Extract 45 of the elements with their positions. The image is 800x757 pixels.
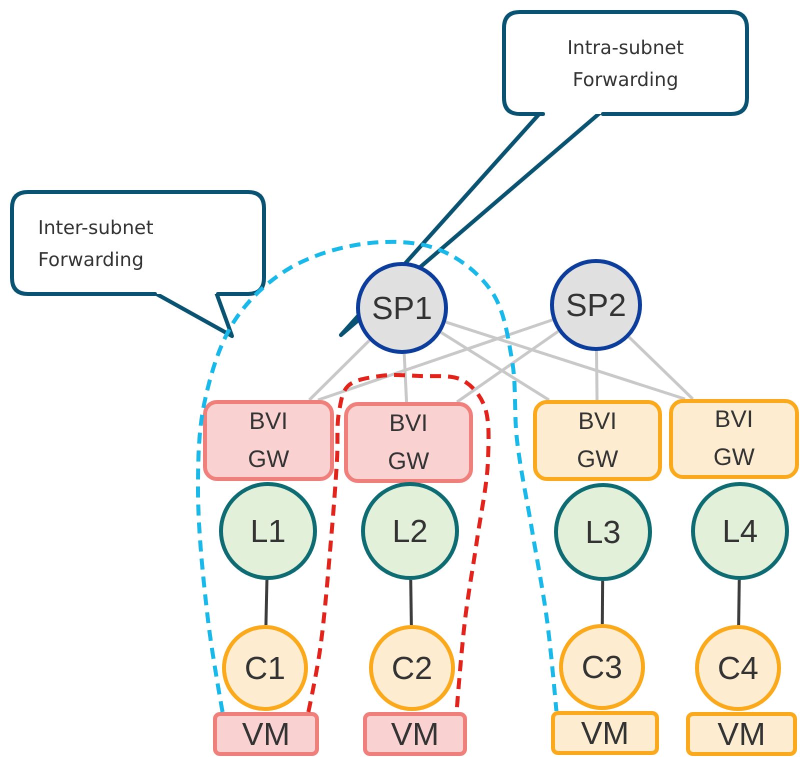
callout-text: Intra-subnet Forwarding <box>566 36 685 93</box>
link-line <box>737 580 741 626</box>
node-label: VM <box>242 716 290 752</box>
node-label: C2 <box>392 650 432 686</box>
vm-box <box>363 712 467 756</box>
link-line <box>445 320 686 400</box>
node-label: BVI GW <box>712 405 756 473</box>
node-label: SP1 <box>372 290 432 326</box>
node-label: BVI GW <box>576 406 620 474</box>
vm-box <box>686 712 797 756</box>
link-line <box>628 336 694 400</box>
vm-box <box>213 712 319 756</box>
gateway-box <box>669 399 799 479</box>
node-label: BVI GW <box>246 406 290 474</box>
dashed-forwarding-path <box>196 240 558 712</box>
node-label: L3 <box>585 514 621 550</box>
link-line <box>600 580 604 624</box>
speech-callout <box>502 10 749 116</box>
node-label: L1 <box>250 513 286 549</box>
link-line <box>595 350 599 400</box>
speech-callout <box>10 190 266 296</box>
node-label: BVI GW <box>386 408 430 476</box>
gateway-box <box>344 402 473 483</box>
link-line <box>409 580 413 626</box>
container-circle <box>222 625 308 711</box>
node-label: C3 <box>582 649 622 685</box>
link-line <box>456 330 560 404</box>
node-label: SP2 <box>566 287 626 323</box>
link-line <box>264 580 268 626</box>
node-label: L4 <box>722 513 758 549</box>
dashed-forwarding-path <box>306 373 491 712</box>
gateway-box <box>203 400 334 481</box>
gateway-box <box>533 400 662 481</box>
link-line <box>308 339 370 402</box>
node-label: VM <box>391 716 439 752</box>
vm-box <box>551 711 659 755</box>
link-line <box>318 318 553 402</box>
node-label: L2 <box>392 513 428 549</box>
link-line <box>440 331 550 402</box>
link-line <box>402 354 408 402</box>
node-label: VM <box>581 715 629 751</box>
node-label: C4 <box>718 650 758 686</box>
node-label: VM <box>718 716 766 752</box>
node-label: C1 <box>244 650 286 686</box>
callout-text: Inter-subnet Forwarding <box>38 216 154 273</box>
